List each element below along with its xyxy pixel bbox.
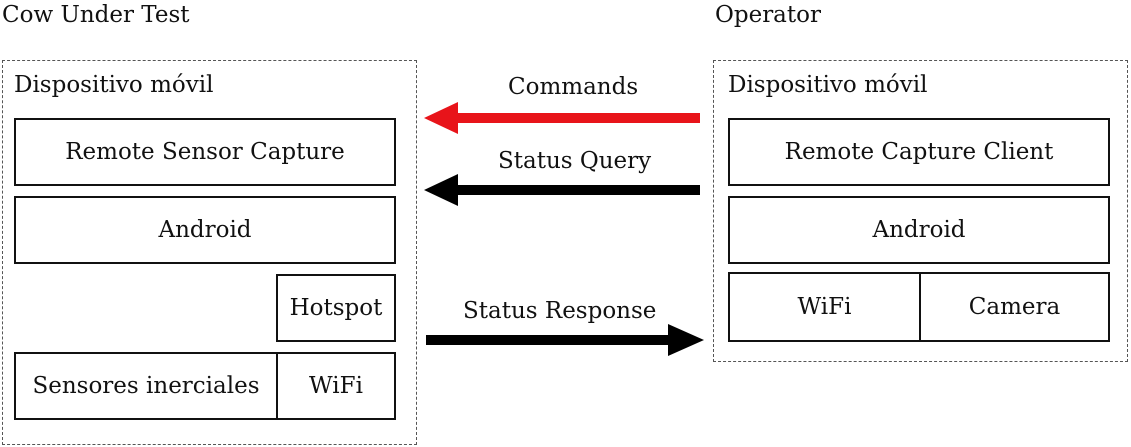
operator-device-label: Dispositivo móvil xyxy=(728,72,928,98)
hotspot-box: Hotspot xyxy=(276,274,396,342)
commands-label: Commands xyxy=(508,74,639,100)
commands-arrow xyxy=(424,102,700,134)
remote-capture-client-box: Remote Capture Client xyxy=(728,118,1110,186)
status-query-arrow xyxy=(424,174,700,206)
cow-device-label: Dispositivo móvil xyxy=(14,72,214,98)
status-response-arrow-head xyxy=(668,324,704,356)
camera-box: Camera xyxy=(919,272,1110,342)
status-response-label: Status Response xyxy=(463,298,657,324)
status-response-arrow-shaft xyxy=(426,335,670,345)
operator-device-container xyxy=(713,60,1128,362)
status-query-label: Status Query xyxy=(498,148,652,174)
status-response-arrow xyxy=(426,324,704,356)
operator-android-box: Android xyxy=(728,196,1110,264)
cow-wifi-box: WiFi xyxy=(276,352,396,420)
operator-title: Operator xyxy=(715,2,821,28)
camera-label: Camera xyxy=(968,294,1061,320)
cow-device-container xyxy=(2,60,417,445)
operator-wifi-box: WiFi xyxy=(728,272,921,342)
hotspot-label: Hotspot xyxy=(289,295,383,321)
cow-wifi-label: WiFi xyxy=(309,373,363,399)
operator-android-label: Android xyxy=(872,217,966,243)
commands-arrow-head xyxy=(424,102,458,134)
remote-sensor-capture-box: Remote Sensor Capture xyxy=(14,118,396,186)
remote-sensor-capture-label: Remote Sensor Capture xyxy=(65,139,345,165)
cow-android-label: Android xyxy=(158,217,252,243)
remote-capture-client-label: Remote Capture Client xyxy=(784,139,1054,165)
commands-arrow-shaft xyxy=(455,113,700,123)
cow-android-box: Android xyxy=(14,196,396,264)
cow-under-test-title: Cow Under Test xyxy=(2,2,190,28)
status-query-arrow-shaft xyxy=(455,185,700,195)
operator-wifi-label: WiFi xyxy=(797,294,852,320)
status-query-arrow-head xyxy=(424,174,458,206)
sensores-inerciales-box: Sensores inerciales xyxy=(14,352,278,420)
sensores-inerciales-label: Sensores inerciales xyxy=(32,373,260,399)
